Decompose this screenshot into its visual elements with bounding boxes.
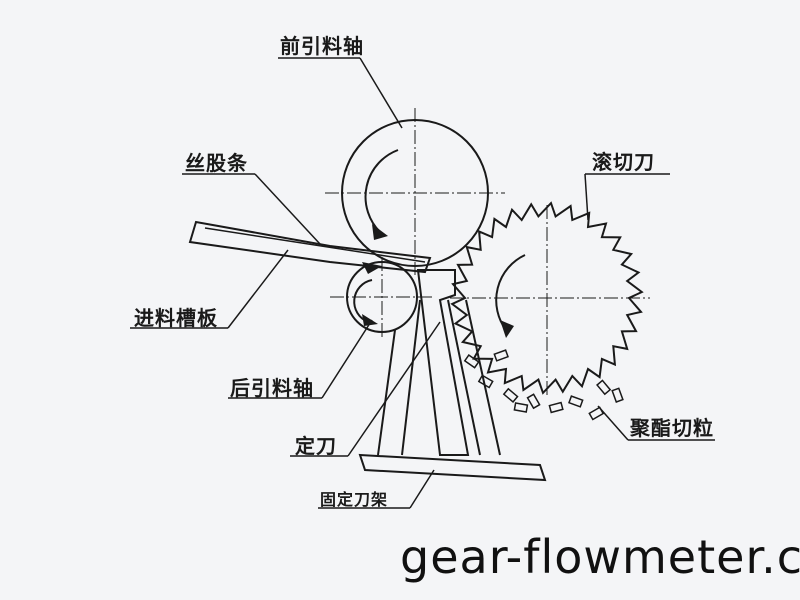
feed-plate [188, 220, 432, 274]
rear-roller-label: 后引料轴 [230, 376, 314, 400]
blade-holder-label: 固定刀架 [320, 490, 389, 509]
strand [204, 227, 426, 263]
front-roller-label: 前引料轴 [280, 34, 364, 58]
pellets-label: 聚酯切粒 [630, 416, 714, 440]
hob-cutter-label: 滚切刀 [592, 150, 655, 174]
feed-plate-label: 进料槽板 [134, 306, 218, 330]
strand-label: 丝股条 [185, 151, 248, 175]
pellets [463, 349, 624, 421]
watermark: gear-flowmeter.c [400, 530, 800, 584]
fixed-blade-label: 定刀 [295, 434, 337, 458]
hob-cutter [450, 201, 644, 395]
blade-holder [358, 453, 547, 482]
holder-support [377, 299, 501, 456]
fixed-blade [416, 269, 470, 456]
